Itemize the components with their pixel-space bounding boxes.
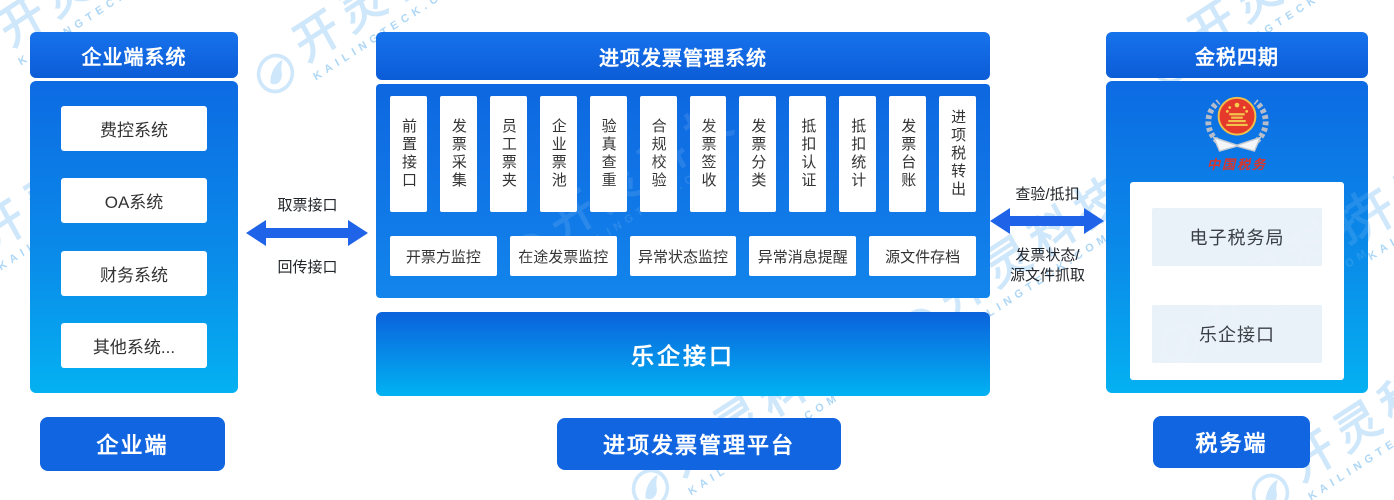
- system-box-label: 费控系统: [100, 121, 168, 140]
- tax-emblem-icon: [1205, 96, 1269, 152]
- module-label: 抵扣认证: [799, 118, 817, 190]
- system-box-label: 其他系统...: [92, 337, 176, 357]
- kailing-bird-logo: [0, 27, 9, 90]
- double-arrow-right: [990, 208, 1104, 234]
- etax-bureau-box: 电子税务局: [1152, 208, 1322, 266]
- footer-label-platform: 进项发票管理平台: [557, 418, 841, 470]
- module-row: 前置接口 发票采集 员工票夹 企业票池 验真查重 合规校验 发票签收 发票分类 …: [390, 96, 977, 212]
- right-panel-title: 金税四期: [1195, 46, 1279, 69]
- system-box-label: OA系统: [104, 193, 164, 213]
- middle-panel-title: 进项发票管理系统: [599, 47, 767, 70]
- footer-label-enterprise: 企业端: [40, 417, 225, 471]
- monitor-box: 异常消息提醒: [749, 236, 857, 276]
- monitor-label: 异常消息提醒: [757, 248, 848, 266]
- system-box-label: 财务系统: [100, 265, 168, 285]
- monitor-label: 异常状态监控: [637, 248, 728, 266]
- left-panel-header: 企业端系统: [30, 32, 238, 78]
- link-label-fetch-invoice: 取票接口: [277, 197, 338, 214]
- system-box-other: 其他系统...: [61, 322, 207, 368]
- left-panel-body: 费控系统 OA系统 财务系统 其他系统...: [30, 81, 238, 393]
- module-label: 发票签收: [699, 118, 717, 190]
- right-panel-header: 金税四期: [1106, 32, 1368, 78]
- system-box-finance: 财务系统: [61, 250, 207, 296]
- monitor-box: 在途发票监控: [509, 236, 617, 276]
- right-panel-inner-card: 电子税务局 乐企接口: [1130, 182, 1344, 380]
- kailing-bird-logo: [246, 42, 304, 105]
- link-label-invoice-status: 发票状态/ 源文件抓取: [995, 246, 1100, 286]
- watermark-domain: KAILINGTECK.COM: [1306, 395, 1394, 500]
- system-box-oa: OA系统: [61, 178, 207, 224]
- module-box: 发票分类: [739, 96, 777, 212]
- module-label: 前置接口: [399, 118, 417, 190]
- link-label-return-invoice: 回传接口: [277, 259, 338, 276]
- footer-label-text: 企业端: [96, 433, 169, 458]
- monitor-box: 开票方监控: [390, 236, 497, 276]
- watermark-domain: KAILINGTECK.COM: [1366, 155, 1394, 264]
- monitor-label: 在途发票监控: [518, 248, 609, 266]
- link-label-line2: 源文件抓取: [1009, 267, 1085, 284]
- link-label-line1: 发票状态/: [1015, 247, 1080, 264]
- middle-panel-header: 进项发票管理系统: [376, 32, 990, 80]
- footer-label-text: 进项发票管理平台: [602, 433, 795, 458]
- monitor-label: 开票方监控: [405, 248, 481, 266]
- module-box: 抵扣统计: [839, 96, 877, 212]
- monitor-label: 源文件存档: [885, 248, 961, 266]
- china-tax-emblem: 中国税务: [1106, 91, 1368, 173]
- right-panel-body: 中国税务 电子税务局 乐企接口: [1106, 81, 1368, 393]
- etax-bureau-label: 电子税务局: [1189, 228, 1285, 248]
- module-box: 发票台账: [889, 96, 927, 212]
- double-arrow-left: [246, 220, 368, 246]
- module-label: 抵扣统计: [849, 118, 867, 190]
- monitor-row: 开票方监控 在途发票监控 异常状态监控 异常消息提醒 源文件存档: [390, 236, 976, 276]
- module-box: 发票签收: [689, 96, 727, 212]
- module-label: 发票采集: [449, 118, 467, 190]
- module-label: 员工票夹: [499, 118, 517, 190]
- module-box: 进项税转出: [939, 96, 977, 212]
- link-label-verify-deduct: 查验/抵扣: [1015, 186, 1080, 203]
- monitor-box: 异常状态监控: [629, 236, 737, 276]
- module-box: 抵扣认证: [789, 96, 827, 212]
- module-label: 发票台账: [899, 118, 917, 190]
- leqi-interface-label: 乐企接口: [631, 343, 735, 369]
- leqi-interface-label: 乐企接口: [1199, 325, 1275, 345]
- module-label: 合规校验: [649, 118, 667, 190]
- module-label: 进项税转出: [949, 109, 967, 199]
- module-box: 前置接口: [390, 96, 427, 212]
- module-box: 企业票池: [539, 96, 577, 212]
- leqi-interface-box: 乐企接口: [1152, 305, 1322, 363]
- system-box-expense: 费控系统: [61, 106, 207, 151]
- module-box: 验真查重: [589, 96, 627, 212]
- tax-emblem-caption: 中国税务: [1206, 157, 1267, 172]
- module-box: 员工票夹: [489, 96, 527, 212]
- module-label: 企业票池: [549, 118, 567, 190]
- footer-label-text: 税务端: [1195, 431, 1268, 456]
- module-label: 发票分类: [749, 118, 767, 190]
- middle-panel-body: 前置接口 发票采集 员工票夹 企业票池 验真查重 合规校验 发票签收 发票分类 …: [376, 84, 990, 298]
- module-box: 合规校验: [639, 96, 677, 212]
- footer-label-tax: 税务端: [1153, 416, 1310, 468]
- leqi-interface-bar: 乐企接口: [376, 312, 990, 396]
- module-box: 发票采集: [439, 96, 477, 212]
- module-label: 验真查重: [599, 118, 617, 190]
- monitor-box: 源文件存档: [869, 236, 976, 276]
- left-panel-title: 企业端系统: [81, 46, 187, 69]
